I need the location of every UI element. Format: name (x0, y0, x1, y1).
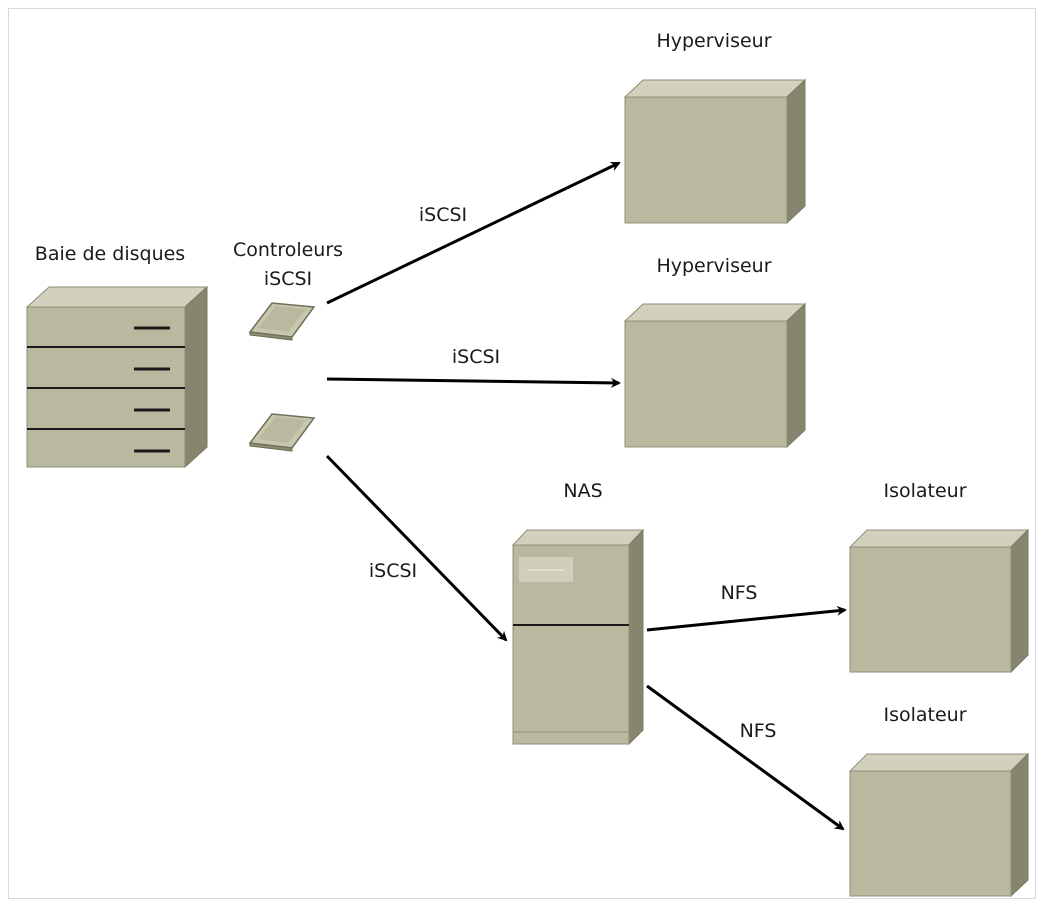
isolator-2-icon (848, 752, 1030, 898)
controllers-label-line1: Controleurs (233, 239, 343, 261)
hypervisor-2-label: Hyperviseur (656, 255, 771, 277)
isolator-1-label: Isolateur (883, 480, 966, 502)
arrow-iscsi-hypervisor-1 (326, 161, 621, 305)
arrow-iscsi-hypervisor-2 (326, 377, 621, 388)
diagram-frame (8, 8, 1036, 899)
edge-label-iscsi-2: iSCSI (452, 346, 500, 368)
edge-label-nfs-1: NFS (721, 582, 758, 604)
storage-array-icon (25, 285, 209, 469)
controllers-label-line2: iSCSI (264, 268, 312, 290)
nas-server-icon (511, 528, 645, 746)
isolator-1-icon (848, 528, 1030, 674)
nas-label: NAS (563, 480, 602, 502)
hypervisor-1-icon (623, 78, 807, 225)
edge-label-iscsi-1: iSCSI (419, 204, 467, 226)
edge-label-iscsi-3: iSCSI (369, 560, 417, 582)
isolator-2-label: Isolateur (883, 704, 966, 726)
controller-card-icon-2 (248, 413, 316, 452)
arrow-iscsi-nas (325, 454, 508, 642)
storage-array-label: Baie de disques (35, 243, 185, 265)
edge-label-nfs-2: NFS (740, 720, 777, 742)
hypervisor-2-icon (623, 302, 807, 449)
arrow-nfs-isolator-1 (646, 605, 847, 632)
arrow-nfs-isolator-2 (646, 684, 845, 831)
controller-card-icon-1 (248, 302, 316, 341)
hypervisor-1-label: Hyperviseur (656, 30, 771, 52)
